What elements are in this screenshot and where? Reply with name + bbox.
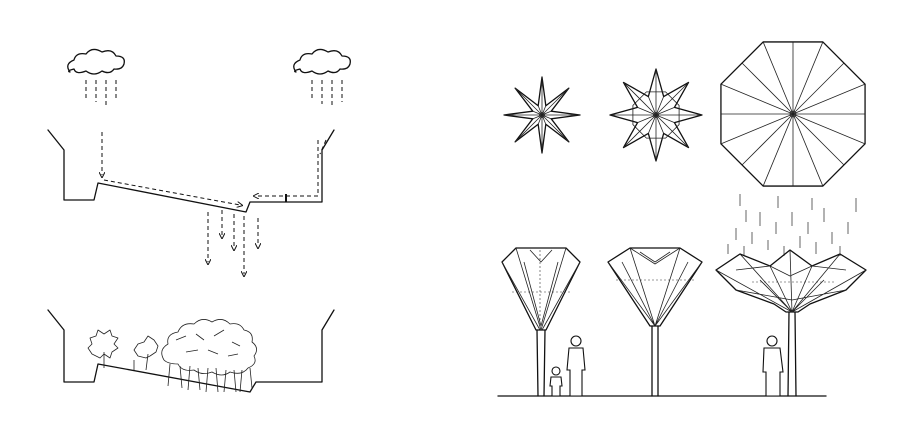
star-center (539, 112, 545, 118)
star-fold-line (514, 114, 543, 143)
star-fold-line (514, 87, 543, 116)
octagon-fold (741, 113, 794, 166)
octagon-rib (792, 41, 824, 115)
star-fold-line (647, 96, 657, 116)
octagon-rib (792, 113, 824, 187)
star-fold-line (655, 114, 665, 134)
octagon-rib (762, 41, 794, 115)
star-fold-line (537, 105, 543, 116)
octagon-center (789, 110, 797, 118)
star-fold-line (532, 114, 543, 120)
plan-star-folded (609, 68, 703, 162)
star-fold-line (541, 87, 570, 116)
elevation-half-open-canopy (607, 247, 703, 397)
octagon-fold (741, 62, 794, 115)
adult-silhouette (566, 335, 586, 397)
star-fold-line (637, 114, 657, 124)
star-fold-line (655, 96, 665, 116)
plan-star-thin (503, 76, 581, 154)
elevation-open-canopy (715, 194, 867, 397)
adult-silhouette (762, 335, 784, 397)
star-fold-line (637, 106, 657, 116)
cloud-icon (293, 48, 351, 108)
star-center (653, 112, 659, 118)
octagon-rib (792, 113, 866, 145)
star-inner-ring (632, 91, 680, 139)
octagon-rib (762, 113, 794, 187)
star-fold-line (655, 106, 675, 116)
channel-section-vegetation (47, 309, 335, 393)
plan-octagon-canopy (720, 41, 866, 187)
cloud-icon (67, 48, 125, 106)
octagon-rib (792, 83, 866, 115)
octagon-fold (792, 62, 845, 115)
star-fold-line (647, 114, 657, 134)
star-fold-line (541, 114, 552, 120)
octagon-rib (720, 113, 794, 145)
octagon-fold (792, 113, 845, 166)
star-fold-line (532, 110, 543, 116)
star-fold-line (541, 114, 547, 125)
star-fold-line (541, 114, 570, 143)
octagon-rib (720, 83, 794, 115)
channel-section-runoff (47, 129, 335, 274)
star-fold-line (541, 110, 552, 116)
star-fold-line (655, 114, 675, 124)
star-fold-line (541, 105, 547, 116)
elevation-closed-canopy (501, 247, 581, 397)
child-silhouette (549, 366, 563, 397)
rain-lines (727, 194, 857, 256)
star-fold-line (537, 114, 543, 125)
